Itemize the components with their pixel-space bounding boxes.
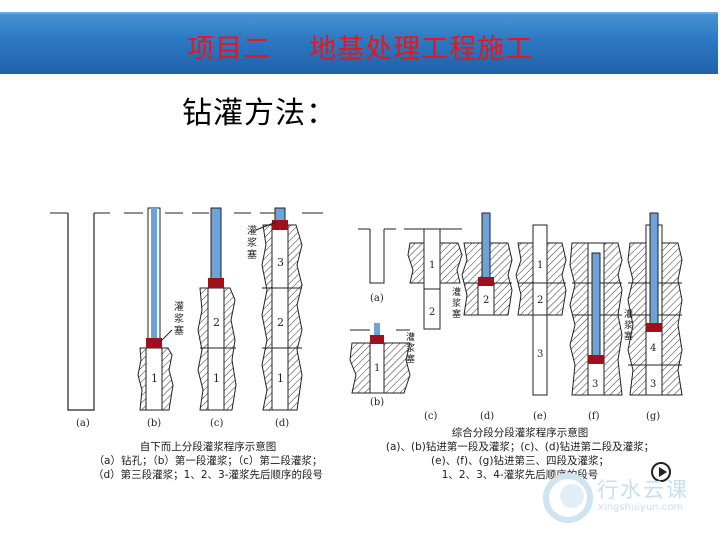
figure-label: (d) bbox=[480, 411, 494, 422]
segment-number: 2 bbox=[429, 307, 435, 318]
borehole-a bbox=[358, 228, 396, 284]
watermark-logo-icon bbox=[543, 473, 593, 523]
left-caption-title: 自下而上分段灌浆程序示意图 bbox=[139, 441, 277, 453]
stage-b bbox=[137, 207, 174, 411]
figure-label: (b) bbox=[147, 418, 161, 429]
plug-label: 灌 bbox=[452, 286, 461, 298]
stage-g bbox=[627, 212, 683, 396]
left-caption: 自下而上分段灌浆程序示意图 （a）钻孔；（b）第一段灌浆；（c）第二段灌浆； （… bbox=[88, 440, 328, 482]
stage-d bbox=[461, 212, 513, 316]
svg-text:塞: 塞 bbox=[624, 330, 633, 342]
plug-label: 灌 bbox=[174, 301, 184, 313]
svg-text:浆: 浆 bbox=[406, 342, 415, 354]
figure-label: (b) bbox=[370, 397, 384, 408]
segment-number: 1 bbox=[429, 260, 435, 271]
segment-number: 2 bbox=[537, 295, 543, 306]
right-caption-title: 综合分段分段灌浆程序示意图 bbox=[451, 427, 589, 439]
segment-number: 1 bbox=[277, 372, 284, 385]
stage-c bbox=[197, 207, 237, 411]
svg-text:塞: 塞 bbox=[452, 308, 461, 320]
header-band bbox=[0, 12, 718, 74]
segment-number: 1 bbox=[537, 260, 543, 271]
segment-number: 4 bbox=[650, 343, 656, 354]
figure-label: (e) bbox=[533, 411, 547, 422]
svg-text:塞: 塞 bbox=[247, 248, 257, 261]
segment-number: 3 bbox=[537, 349, 543, 360]
segment-number: 1 bbox=[374, 363, 380, 374]
plug-label: 灌 bbox=[406, 331, 415, 343]
figure-label: (a) bbox=[76, 418, 90, 429]
figure-label: (a) bbox=[370, 293, 384, 304]
svg-text:浆: 浆 bbox=[174, 312, 184, 325]
segment-number: 1 bbox=[213, 372, 220, 385]
stage-c bbox=[404, 228, 463, 330]
slide-subtitle: 钻灌方法： bbox=[182, 96, 337, 131]
left-caption-line: （d）第三段灌浆；1、2、3-灌浆先后顺序的段号 bbox=[93, 469, 323, 481]
figure-label: (c) bbox=[424, 411, 438, 422]
right-caption: 综合分段分段灌浆程序示意图 (a)、(b)钻进第一段及灌浆；(c)、(d)钻进第… bbox=[370, 426, 670, 482]
plug-label: 灌 bbox=[247, 225, 257, 237]
segment-number: 3 bbox=[277, 256, 284, 269]
svg-text:塞: 塞 bbox=[174, 324, 184, 337]
svg-text:浆: 浆 bbox=[452, 297, 461, 309]
play-icon[interactable] bbox=[651, 462, 671, 482]
segment-number: 1 bbox=[151, 372, 158, 385]
slide-header: 项目二 地基处理工程施工 bbox=[0, 0, 720, 78]
segment-number: 3 bbox=[592, 379, 598, 390]
left-caption-line: （a）钻孔；（b）第一段灌浆；（c）第二段灌浆； bbox=[93, 455, 323, 467]
segment-number: 2 bbox=[277, 316, 284, 329]
svg-text:浆: 浆 bbox=[624, 319, 633, 331]
figure-label: (f) bbox=[588, 411, 600, 422]
stage-d bbox=[261, 207, 303, 411]
figure-label: (c) bbox=[210, 418, 224, 429]
stage-f bbox=[569, 242, 623, 396]
header-project: 项目二 bbox=[187, 34, 271, 65]
figure-label: (d) bbox=[275, 418, 289, 429]
stage-b bbox=[349, 323, 411, 394]
right-grouting-diagram: 1 1 2 2 1 2 3 3 4 3 灌浆塞 灌浆塞 灌浆塞 (a) (b) … bbox=[349, 212, 683, 422]
stage-e bbox=[515, 224, 567, 396]
segment-number: 2 bbox=[483, 295, 489, 306]
figure-label: (g) bbox=[646, 411, 660, 422]
left-grouting-diagram: 1 1 2 1 2 3 灌 浆 塞 灌 浆 塞 (a) (b) (c) (d) bbox=[50, 207, 323, 429]
segment-number: 3 bbox=[650, 379, 656, 390]
header-topic: 地基处理工程施工 bbox=[309, 34, 533, 65]
segment-number: 2 bbox=[213, 316, 220, 329]
borehole-a bbox=[67, 213, 95, 411]
watermark-name: 行水云课 bbox=[597, 478, 689, 502]
right-caption-line: (a)、(b)钻进第一段及灌浆；(c)、(d)钻进第二段及灌浆； bbox=[385, 441, 655, 453]
plug-label: 灌 bbox=[624, 308, 633, 320]
svg-text:浆: 浆 bbox=[247, 236, 257, 249]
watermark-url: xingshuiyun.com bbox=[598, 502, 684, 513]
right-caption-line: (e)、(f)、(g)钻进第三、四段及灌浆； bbox=[431, 455, 609, 467]
svg-text:塞: 塞 bbox=[406, 353, 415, 365]
header-title: 项目二 地基处理工程施工 bbox=[187, 30, 533, 70]
